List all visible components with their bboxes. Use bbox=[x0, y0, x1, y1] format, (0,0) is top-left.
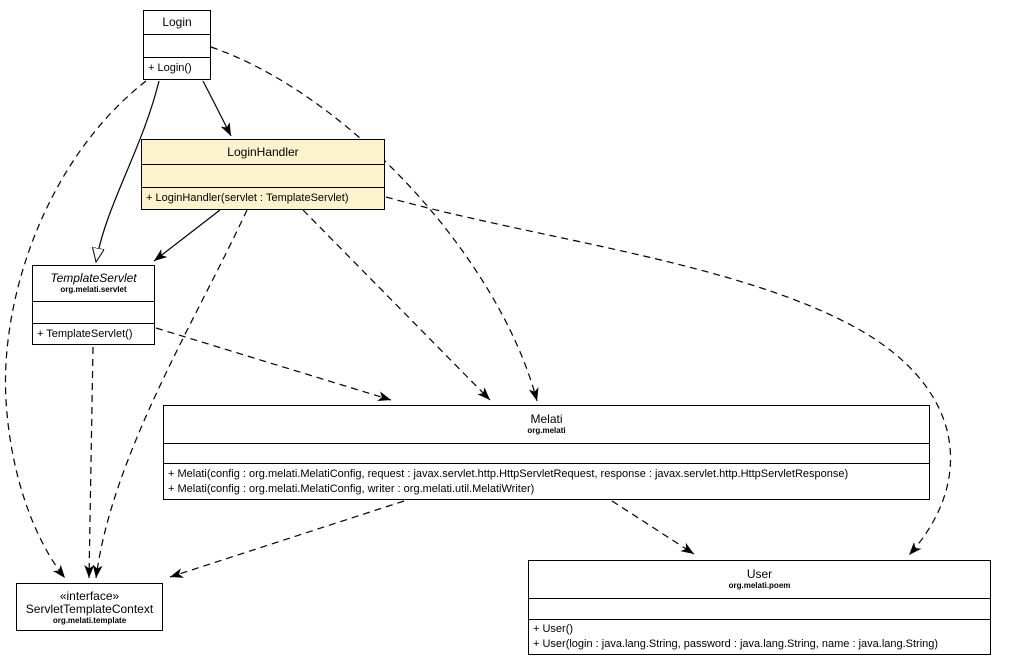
class-user-fields-compartment bbox=[529, 598, 990, 619]
class-servlettemplatecontext[interactable]: «interface» ServletTemplateContext org.m… bbox=[16, 583, 163, 631]
interface-stereotype: «interface» bbox=[59, 588, 120, 603]
class-title: TemplateServlet bbox=[50, 271, 137, 285]
class-package: org.melati.template bbox=[52, 615, 127, 625]
edge-login-creates-loginhandler bbox=[202, 80, 232, 137]
method-signature: + User(login : java.lang.String, passwor… bbox=[533, 638, 939, 650]
class-package: org.melati bbox=[527, 426, 566, 435]
class-melati-fields-compartment bbox=[164, 443, 929, 463]
class-melati[interactable]: Melati org.melati + Melati(config : org.… bbox=[163, 405, 930, 500]
method-signature: + Login() bbox=[148, 62, 192, 74]
class-package: org.melati.servlet bbox=[60, 285, 127, 294]
class-login-methods-compartment: + Login() bbox=[144, 57, 210, 79]
edge-melati-uses-user bbox=[611, 500, 695, 555]
edge-melati-uses-servlettemplatecontext bbox=[169, 500, 405, 578]
class-servlettemplatecontext-title-compartment: «interface» ServletTemplateContext org.m… bbox=[17, 584, 162, 630]
class-login-fields-compartment bbox=[144, 34, 210, 57]
edge-loginhandler-to-templateservlet bbox=[153, 209, 221, 262]
class-user-title-compartment: User org.melati.poem bbox=[529, 561, 990, 598]
class-user-methods-compartment: + User() + User(login : java.lang.String… bbox=[529, 619, 990, 654]
edge-login-uses-servlettemplatecontext bbox=[4, 80, 147, 579]
edge-templateservlet-uses-melati bbox=[155, 327, 392, 401]
method-signature: + Melati(config : org.melati.MelatiConfi… bbox=[168, 467, 849, 480]
class-templateservlet-fields-compartment bbox=[33, 301, 154, 323]
edge-login-extends-templateservlet bbox=[96, 80, 160, 262]
class-templateservlet[interactable]: TemplateServlet org.melati.servlet + Tem… bbox=[32, 265, 155, 345]
edge-loginhandler-uses-servlettemplatecontext bbox=[92, 209, 248, 579]
edge-login-uses-melati bbox=[210, 46, 539, 402]
class-title: Login bbox=[162, 15, 192, 29]
edge-loginhandler-uses-user bbox=[385, 196, 952, 556]
method-signature: + TemplateServlet() bbox=[37, 327, 133, 340]
class-loginhandler-fields-compartment bbox=[142, 164, 384, 187]
edge-loginhandler-uses-melati bbox=[302, 209, 491, 401]
class-templateservlet-title-compartment: TemplateServlet org.melati.servlet bbox=[33, 266, 154, 301]
method-signature: + Melati(config : org.melati.MelatiConfi… bbox=[168, 482, 535, 495]
class-loginhandler[interactable]: LoginHandler + LoginHandler(servlet : Te… bbox=[141, 139, 385, 210]
class-loginhandler-methods-compartment: + LoginHandler(servlet : TemplateServlet… bbox=[142, 187, 384, 209]
class-title: ServletTemplateContext bbox=[25, 601, 154, 616]
method-signature: + LoginHandler(servlet : TemplateServlet… bbox=[146, 192, 349, 204]
class-loginhandler-title-compartment: LoginHandler bbox=[142, 140, 384, 164]
method-signature: + User() bbox=[533, 623, 574, 635]
class-melati-title-compartment: Melati org.melati bbox=[164, 406, 929, 443]
class-user[interactable]: User org.melati.poem + User() + User(log… bbox=[528, 560, 991, 655]
class-login[interactable]: Login + Login() bbox=[143, 10, 211, 80]
class-package: org.melati.poem bbox=[728, 581, 791, 590]
class-templateservlet-methods-compartment: + TemplateServlet() bbox=[33, 323, 154, 344]
edge-templateservlet-uses-servlettemplatecontext bbox=[84, 346, 95, 579]
class-title: LoginHandler bbox=[227, 144, 299, 159]
class-title: Melati bbox=[530, 412, 563, 426]
class-melati-methods-compartment: + Melati(config : org.melati.MelatiConfi… bbox=[164, 463, 929, 499]
class-title: User bbox=[746, 567, 773, 581]
class-login-title-compartment: Login bbox=[144, 11, 210, 34]
